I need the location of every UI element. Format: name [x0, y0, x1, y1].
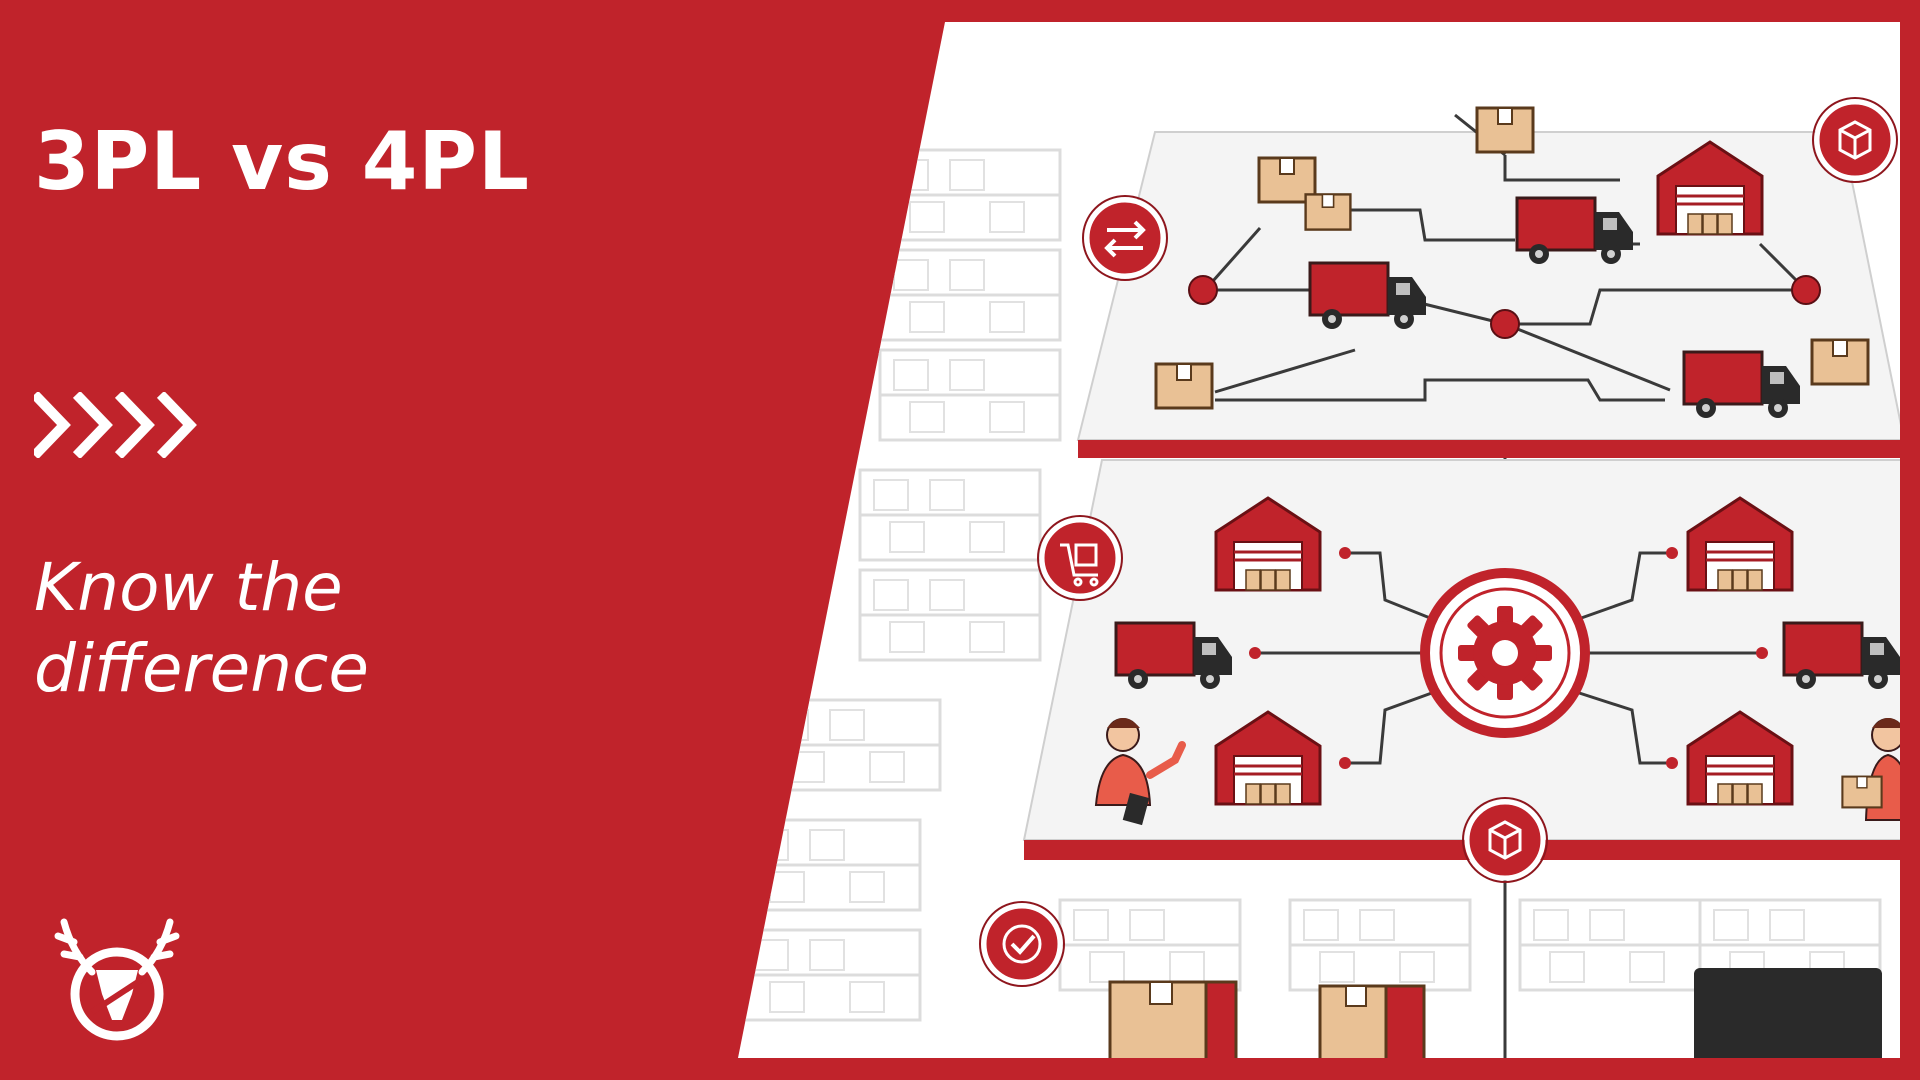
- tagline-line-1: Know the: [34, 549, 343, 626]
- stag-head-logo: [54, 918, 180, 1041]
- tagline: Know the difference: [34, 548, 634, 709]
- tagline-line-2: difference: [34, 629, 369, 707]
- headline: 3PL vs 4PL: [34, 115, 531, 208]
- arrows-icon: [34, 392, 197, 458]
